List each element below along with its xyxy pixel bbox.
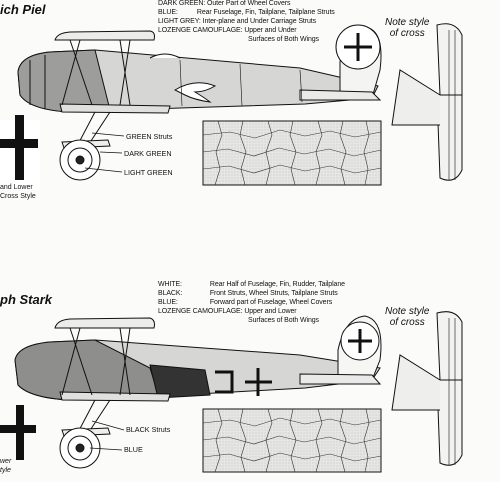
bottom-legend-line-3: BLUE: Forward part of Fuselage, Wheel Co… (158, 299, 332, 306)
legend-key: WHITE: (158, 281, 182, 288)
top-cross-circle (335, 24, 381, 70)
top-aircraft-side-view (17, 26, 382, 181)
legend-key: BLACK: (158, 290, 183, 297)
legend-value: Rear Half of Fuselage, Fin, Rudder, Tail… (209, 281, 345, 288)
bottom-cross-circle (340, 321, 380, 361)
top-callout-dark-green: DARK GREEN (124, 149, 172, 158)
bottom-tailplane-plan (391, 311, 463, 466)
bottom-left-cross-fragment (0, 405, 36, 460)
bottom-pilot-name: ph Stark (0, 292, 53, 307)
bottom-aircraft-side-view (14, 315, 382, 469)
legend-key: BLUE: (158, 299, 178, 306)
top-legend-line-4: LOZENGE CAMOUFLAGE: Upper and Under (158, 27, 297, 34)
top-legend-line-2: BLUE: Rear Fuselage, Fin, Tailplane, Tai… (158, 9, 335, 16)
top-lozenge-wing-panel (202, 120, 382, 186)
bottom-legend-line-5: Surfaces of Both Wings (248, 317, 319, 324)
legend-value: Surfaces of Both Wings (248, 36, 319, 43)
legend-value: Rear Fuselage, Fin, Tailplane, Tailplane… (196, 9, 335, 16)
legend-value: Outer Part of Wheel Covers (207, 0, 291, 7)
top-cross-caption: and Lower Cross Style (0, 184, 36, 200)
top-note-style: Note style of cross (385, 17, 430, 39)
callout-leaders (84, 132, 125, 451)
top-legend-line-5: Surfaces of Both Wings (248, 36, 319, 43)
bottom-legend-line-4: LOZENGE CAMOUFLAGE: Upper and Lower (158, 308, 297, 315)
legend-value: Surfaces of Both Wings (248, 317, 319, 324)
bottom-callout-blue: BLUE (124, 445, 143, 454)
legend-value: Upper and Lower (244, 308, 297, 315)
bottom-legend-line-1: WHITE: Rear Half of Fuselage, Fin, Rudde… (158, 281, 345, 288)
legend-key: BLUE: (158, 9, 178, 16)
legend-key: LOZENGE CAMOUFLAGE: (158, 308, 243, 315)
bottom-legend-line-2: BLACK: Front Struts, Wheel Struts, Tailp… (158, 290, 338, 297)
legend-value: Inter-plane and Under Carriage Struts (202, 18, 317, 25)
bottom-cross-caption: wer tyle (0, 458, 12, 474)
top-left-cross-fragment (0, 115, 40, 190)
top-tailplane-plan (391, 23, 463, 181)
top-callout-light-green: LIGHT GREEN (124, 168, 173, 177)
legend-value: Front Struts, Wheel Struts, Tailplane St… (209, 290, 338, 297)
top-legend-line-1: DARK GREEN: Outer Part of Wheel Covers (158, 0, 290, 7)
legend-value: Upper and Under (244, 27, 297, 34)
bottom-callout-struts: BLACK Struts (126, 425, 171, 434)
bottom-lozenge-wing-panel (202, 408, 382, 473)
legend-key: DARK GREEN: (158, 0, 206, 7)
top-pilot-name: ich Piel (0, 2, 46, 17)
legend-key: LIGHT GREY: (158, 18, 201, 25)
bottom-note-style: Note style of cross (385, 306, 430, 328)
legend-key: LOZENGE CAMOUFLAGE: (158, 27, 243, 34)
top-callout-struts: GREEN Struts (126, 132, 173, 141)
top-legend-line-3: LIGHT GREY: Inter-plane and Under Carria… (158, 18, 316, 25)
legend-value: Forward part of Fuselage, Wheel Covers (209, 299, 333, 306)
